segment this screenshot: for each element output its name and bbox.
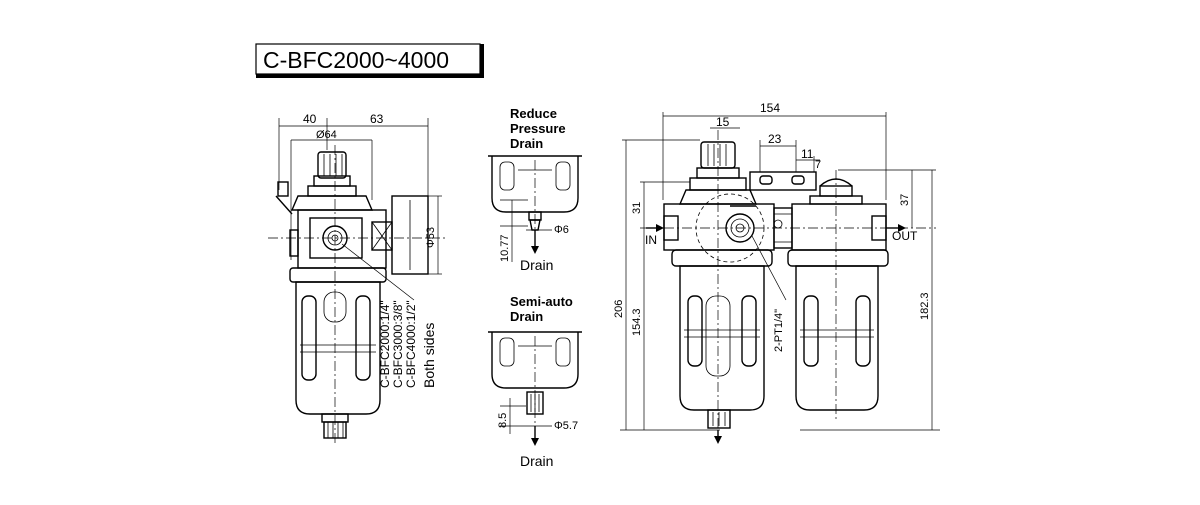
semiauto-title-2: Drain — [510, 309, 543, 324]
port-note-2000: C-BFC2000:1/4" — [378, 300, 392, 388]
dim-phi5-7: Φ5.7 — [554, 420, 578, 432]
port-note-4000: C-BFC4000:1/2" — [404, 300, 418, 388]
dim-phi64: Ø64 — [316, 129, 337, 141]
dim-182-3: 182.3 — [919, 292, 931, 320]
drain-label-top: Drain — [520, 257, 553, 273]
reduce-title-3: Drain — [510, 136, 543, 151]
port-note-3000: C-BFC3000:3/8" — [391, 300, 405, 388]
dim-11: 11 — [801, 147, 814, 161]
dim-small-7: 7 — [815, 159, 821, 171]
gauge-port-label: 2-PT1/4" — [773, 309, 785, 352]
reduce-title-2: Pressure — [510, 121, 566, 136]
dim-37: 37 — [899, 194, 911, 206]
dim-63: 63 — [370, 112, 384, 126]
front-view-assembly: 154 15 23 11 7 206 154.3 31 182.3 37 — [613, 101, 940, 444]
dim-206: 206 — [613, 300, 625, 318]
dim-phi53: Φ53 — [425, 227, 437, 248]
dim-40: 40 — [303, 112, 317, 126]
drain-label-bottom: Drain — [520, 453, 553, 469]
dim-31: 31 — [631, 202, 643, 214]
reduce-title-1: Reduce — [510, 106, 557, 121]
dim-23: 23 — [768, 132, 782, 146]
left-side-view: 40 63 Ø64 Φ53 — [268, 112, 446, 445]
both-sides-label: Both sides — [421, 323, 437, 388]
dim-154: 154 — [760, 101, 780, 115]
dim-15: 15 — [716, 115, 730, 129]
reduce-pressure-drain-detail: Reduce Pressure Drain 10.77 Φ6 Drain — [488, 106, 582, 273]
semi-auto-drain-detail: Semi-auto Drain 8.5 Φ5.7 Drain — [488, 294, 582, 469]
title-box: C-BFC2000~4000 — [255, 43, 484, 78]
dim-phi6: Φ6 — [554, 224, 569, 236]
semiauto-title-1: Semi-auto — [510, 294, 573, 309]
in-label: IN — [645, 233, 657, 247]
out-label: OUT — [892, 229, 918, 243]
dim-154-3: 154.3 — [631, 308, 643, 336]
dim-8-5: 8.5 — [497, 413, 509, 428]
title-text: C-BFC2000~4000 — [263, 47, 449, 73]
dim-10-77: 10.77 — [499, 234, 511, 262]
